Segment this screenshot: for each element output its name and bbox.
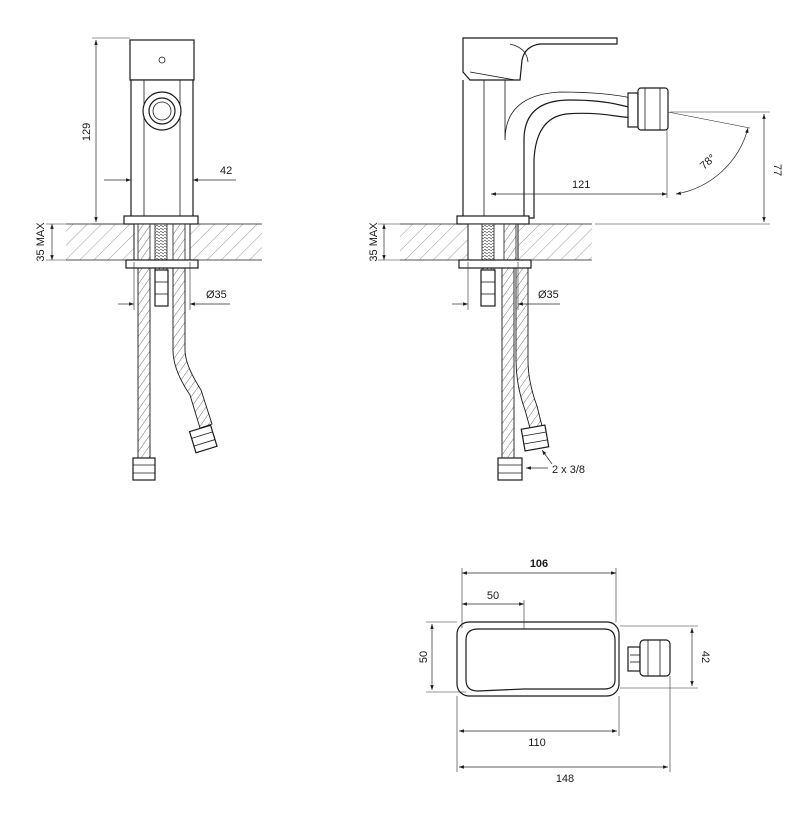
front-hole-label: Ø35 <box>206 289 227 301</box>
top-length-label: 106 <box>530 558 548 570</box>
front-base <box>123 215 199 225</box>
top-body-label: 110 <box>528 737 546 749</box>
side-hose-front <box>501 267 515 461</box>
side-hole-label: Ø35 <box>538 289 559 301</box>
side-body <box>462 80 641 219</box>
front-view: 129 42 35 MAX Ø35 <box>35 37 262 481</box>
top-handle <box>465 628 616 692</box>
front-handle-dot-icon <box>158 56 166 64</box>
side-nut <box>480 269 496 307</box>
side-hose-label: 2 x 3/8 <box>552 464 585 476</box>
front-hose-right <box>172 267 213 429</box>
top-nozzle-label: 42 <box>699 651 711 663</box>
top-nozzle-stem <box>627 646 641 672</box>
side-handle <box>462 37 618 81</box>
side-reach-label: 121 <box>572 179 590 191</box>
front-hose-right-fitting <box>188 424 218 454</box>
front-width-label: 42 <box>220 165 232 177</box>
side-view: 35 MAX Ø35 121 78° 77 2 x 3/8 <box>368 37 783 481</box>
front-body <box>130 79 194 219</box>
top-nozzle <box>639 639 671 677</box>
top-width-label: 50 <box>418 651 430 663</box>
front-nut <box>154 269 169 307</box>
side-base <box>456 215 530 225</box>
side-spout-height-label: 77 <box>771 164 783 176</box>
front-height-label: 129 <box>81 123 93 141</box>
top-handle-label: 50 <box>487 590 499 602</box>
top-view: 106 50 50 42 110 148 <box>418 558 711 785</box>
front-washer <box>125 259 199 269</box>
side-depth-label: 35 MAX <box>368 222 380 262</box>
side-nozzle <box>627 92 639 128</box>
front-hose-left <box>137 267 151 461</box>
top-total-label: 148 <box>556 773 574 785</box>
front-handle <box>129 39 195 81</box>
side-washer <box>458 259 532 269</box>
front-depth-label: 35 MAX <box>35 222 47 262</box>
front-hose-left-fitting <box>132 457 156 481</box>
side-angle-label: 78° <box>698 152 718 172</box>
side-angle-arc <box>675 127 749 195</box>
